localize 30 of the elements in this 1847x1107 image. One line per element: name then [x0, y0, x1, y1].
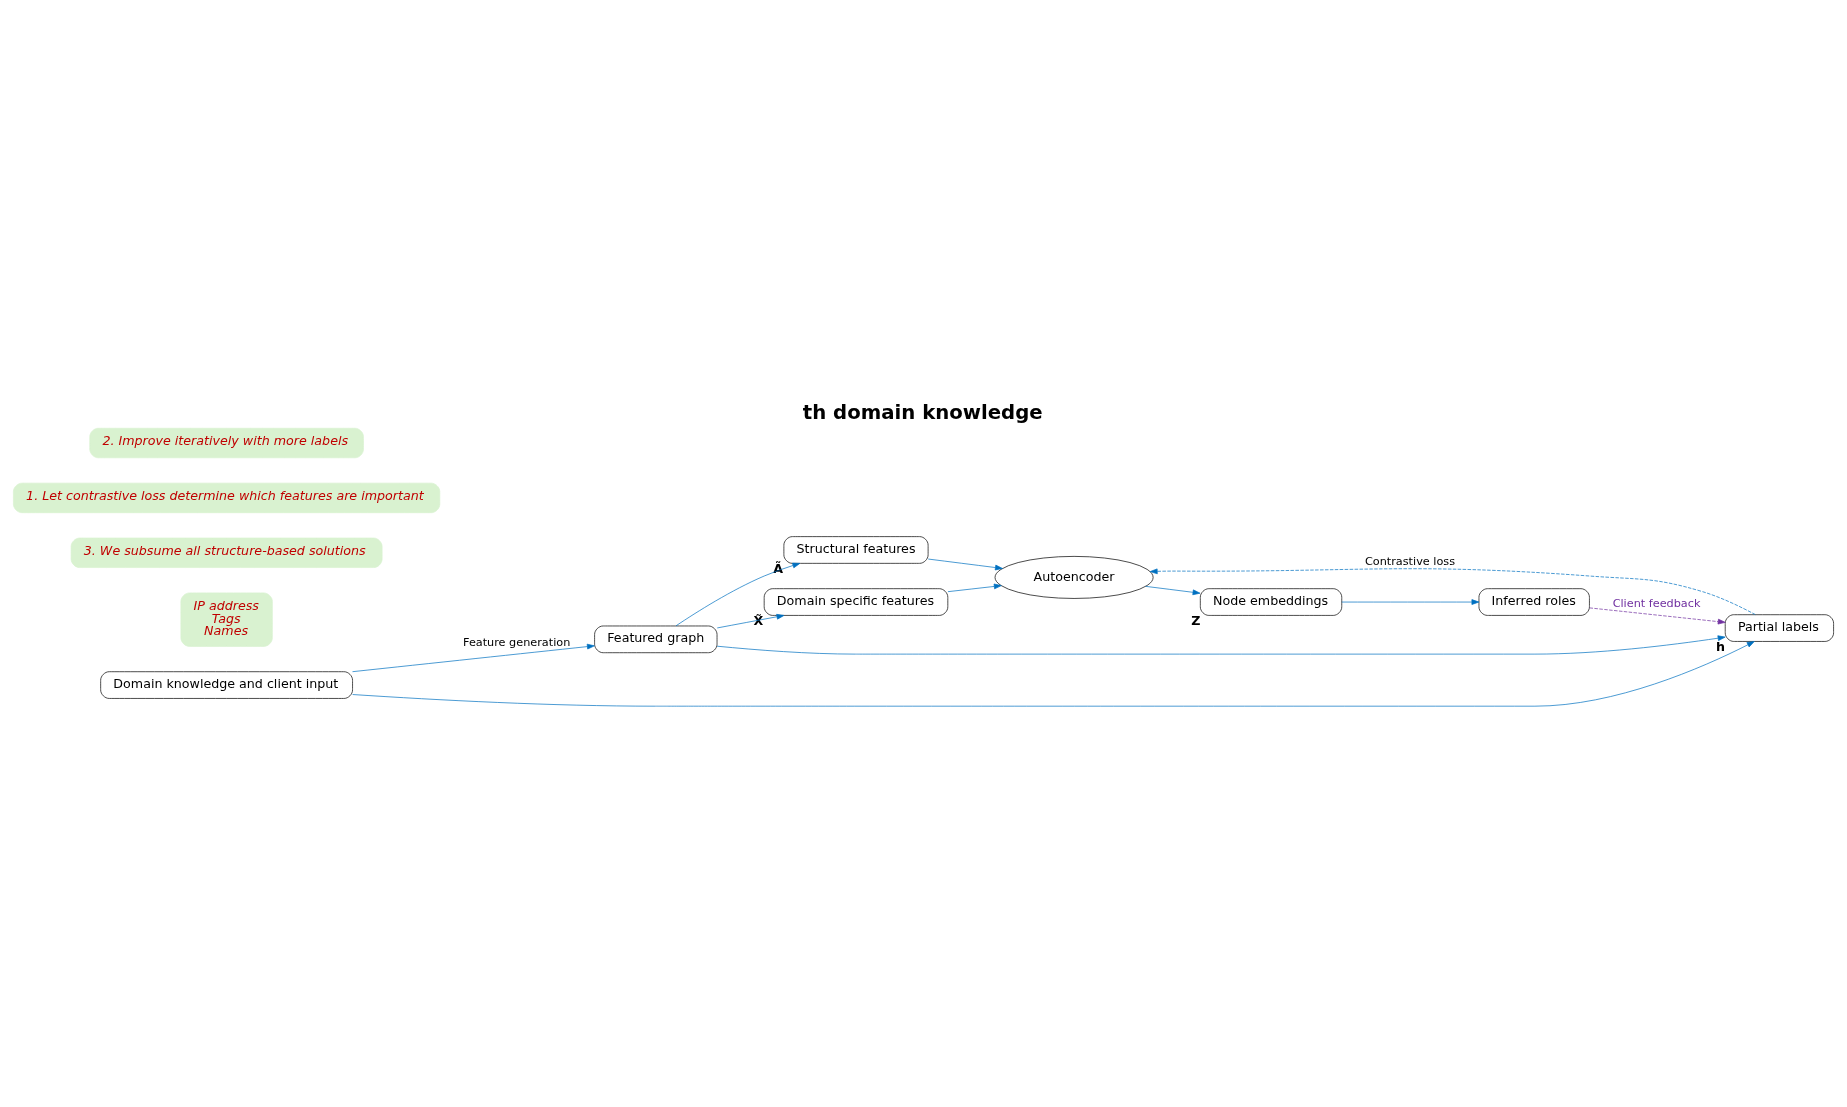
arrow — [716, 635, 1726, 655]
node-box: Inferred roles — [1478, 588, 1590, 616]
arrow — [1149, 568, 1756, 615]
diagram-title: th domain knowledge — [802, 400, 1043, 424]
node-box: 3. We subsume all structure-based solutions — [70, 537, 383, 568]
node-label: X̃ — [753, 612, 764, 628]
arrow — [352, 643, 595, 673]
node-box: Node embeddings — [1200, 588, 1343, 616]
arrow — [1145, 586, 1201, 596]
node-box: Featured graph — [594, 625, 718, 654]
edge-label: Contrastive loss — [1364, 555, 1456, 569]
arrow — [927, 558, 1003, 571]
arrow — [1341, 599, 1480, 605]
node-box: 2. Improve iteratively with more labels — [89, 427, 364, 459]
node-box: IP address Tags Names — [180, 592, 273, 647]
node-box: Structural features — [783, 536, 929, 564]
node-box: Domain knowledge and client input — [100, 671, 353, 699]
arrow — [716, 613, 785, 629]
arrow — [352, 641, 1755, 707]
arrow — [1589, 607, 1726, 625]
node-box: 1. Let contrastive loss determine which features are important — [13, 482, 441, 514]
node-label: Ã — [773, 560, 784, 576]
edge-label: Feature generation — [463, 635, 571, 649]
node-box: Domain specific features — [763, 588, 949, 616]
node-box: Partial labels — [1724, 614, 1834, 642]
edge-label: Client feedback — [1612, 596, 1701, 610]
arrow — [675, 562, 801, 627]
node-label: h — [1716, 638, 1726, 654]
arrow — [947, 583, 1002, 593]
node-label: Z — [1191, 612, 1201, 628]
